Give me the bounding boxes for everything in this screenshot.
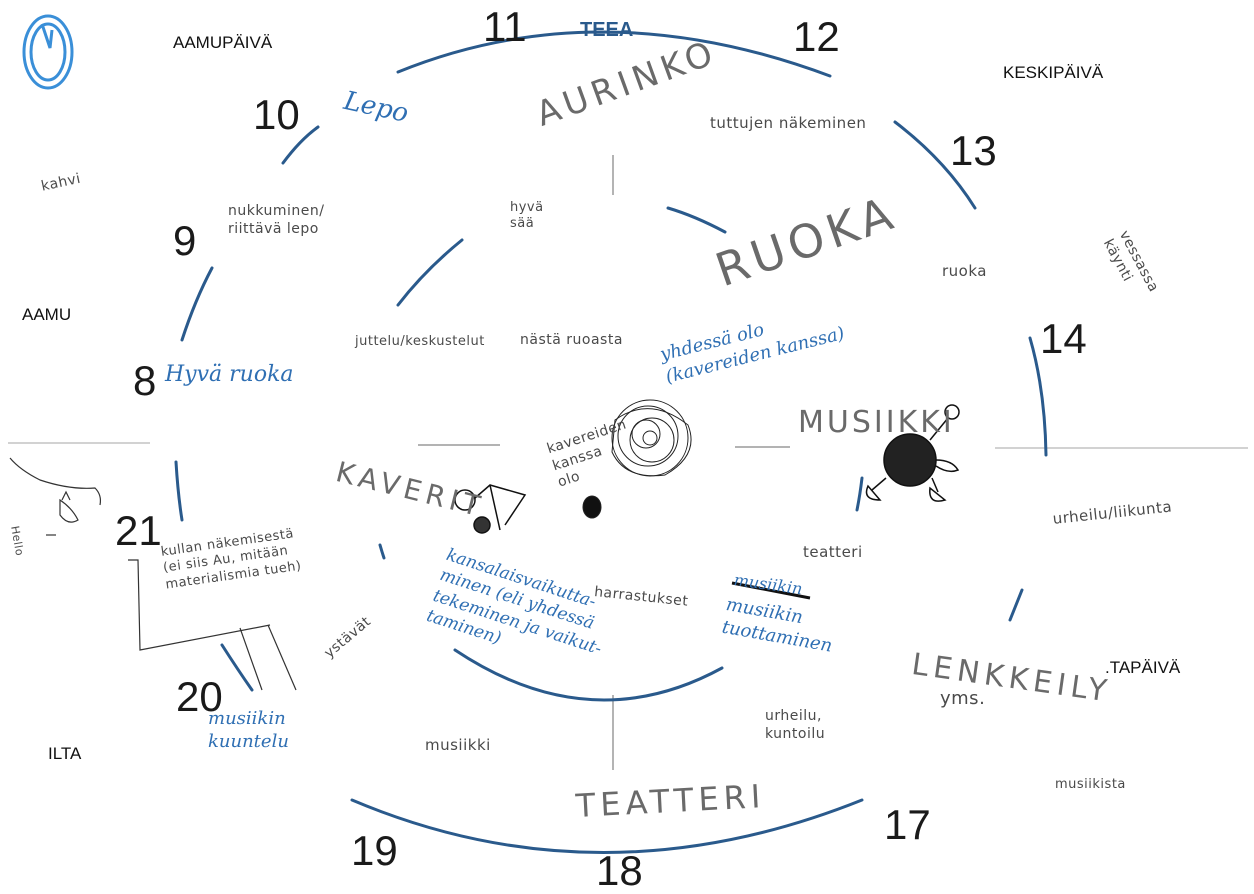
hour-18: 18 xyxy=(596,850,643,892)
label-ilta: ILTA xyxy=(48,745,81,762)
theme-lenkkeily-suffix: yms. xyxy=(940,690,985,708)
note-musiikista: musiikista xyxy=(1055,778,1126,791)
label-aamupaiva: AAMUPÄIVÄ xyxy=(173,34,272,51)
note-musiikin-kuuntelu: musiikin kuuntelu xyxy=(208,708,289,753)
hour-17: 17 xyxy=(884,804,931,846)
theme-teatteri: TEATTERI xyxy=(575,780,766,822)
note-juttelu: juttelu/keskustelut xyxy=(355,335,485,348)
outer-arc-right-15 xyxy=(1010,590,1022,620)
hour-9: 9 xyxy=(173,220,196,262)
hour-14: 14 xyxy=(1040,318,1087,360)
label-keskipaiva: KESKIPÄIVÄ xyxy=(1003,64,1103,81)
note-nukkuminen: nukkuminen/ riittävä lepo xyxy=(228,203,325,238)
outer-arc-left-9 xyxy=(182,268,212,340)
mid-arc-right xyxy=(857,478,862,510)
mid-arc-left-small xyxy=(380,545,384,558)
label-iltapaiva: .TAPÄIVÄ xyxy=(1105,659,1180,676)
outer-arc-left-20 xyxy=(222,645,252,690)
note-hyva-saa: hyvä sää xyxy=(510,200,544,233)
note-musiikki-small: musiikki xyxy=(425,738,491,753)
note-hyva-ruoka: Hyvä ruoka xyxy=(165,364,294,386)
header-fragment: TEEA xyxy=(580,20,633,40)
hour-8: 8 xyxy=(133,360,156,402)
hour-21: 21 xyxy=(115,510,162,552)
cat-doodle xyxy=(10,458,100,535)
stopwatch-doodle xyxy=(24,16,72,88)
note-urheilu-kuntoilu: urheilu, kuntoilu xyxy=(765,708,825,743)
mid-arc-top-right xyxy=(668,208,725,232)
hour-13: 13 xyxy=(950,130,997,172)
hour-11: 11 xyxy=(483,6,527,48)
outer-arc-left-21 xyxy=(176,462,182,520)
theme-musiikki: MUSIIKKI xyxy=(798,408,955,438)
hour-10: 10 xyxy=(253,94,300,136)
note-nasta: nästä ruoasta xyxy=(520,333,623,347)
label-aamu: AAMU xyxy=(22,306,71,323)
note-tuttujen: tuttujen näkeminen xyxy=(710,116,866,131)
hour-19: 19 xyxy=(351,830,398,872)
mid-arc-left-upper xyxy=(398,240,462,305)
hour-12: 12 xyxy=(793,16,840,58)
note-teatteri-small: teatteri xyxy=(803,545,863,560)
note-ruoka-small: ruoka xyxy=(942,264,987,279)
